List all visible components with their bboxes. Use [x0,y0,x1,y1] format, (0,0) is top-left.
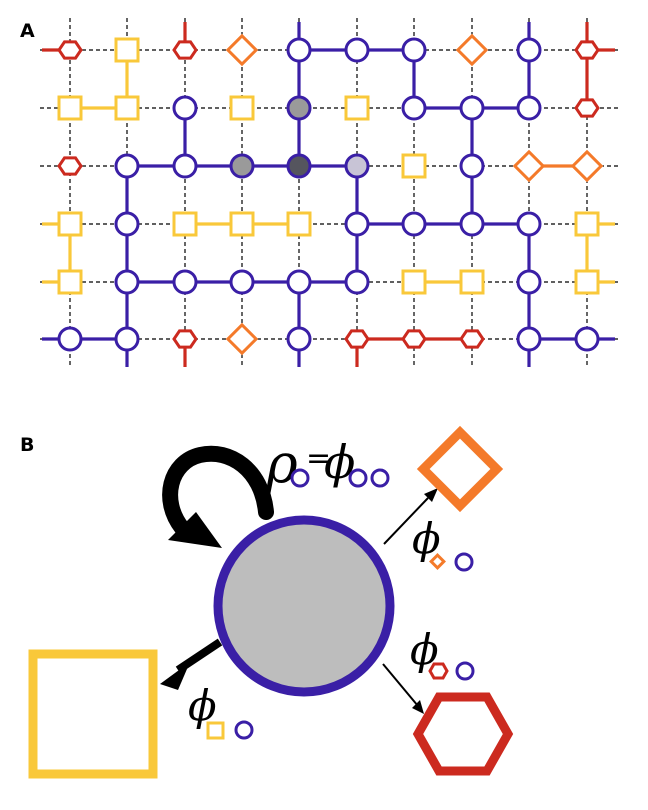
lattice-hexagon-node [574,40,600,60]
arrow-to-diamond [383,497,429,545]
lattice-circle-node [172,153,198,179]
square-node [28,649,158,779]
lattice-hexagon-node [57,156,83,176]
panel-b-label: B [20,434,35,456]
lattice-diamond-node [225,33,259,67]
lattice-square-node [114,95,140,121]
lattice-square-node [574,211,600,237]
arrowhead-diamond [424,488,438,502]
lattice-square-node [344,95,370,121]
phi-square-subscript-circle [234,720,254,740]
lattice-square-node [57,95,83,121]
lattice-square-node [57,211,83,237]
lattice-hexagon-node [344,329,370,349]
lattice-circle-node [516,269,542,295]
lattice-circle-node [401,211,427,237]
lattice-diamond-node [455,33,489,67]
lattice-square-node [229,95,255,121]
phi-symbol-hexagon: ϕ [410,625,439,674]
lattice-circle-node [114,211,140,237]
lattice-square-node [574,269,600,295]
panel-a-label: A [20,20,35,42]
lattice-circle-node [344,153,370,179]
phi-hexagon-subscript-circle [455,661,475,681]
lattice-circle-node [459,211,485,237]
lattice-circle-node [459,153,485,179]
hexagon-node [412,692,514,776]
lattice-circle-node [344,269,370,295]
lattice-circle-node [516,326,542,352]
equals-sign: = [306,441,331,476]
lattice-hexagon-node [57,40,83,60]
lattice-circle-node [114,326,140,352]
lattice-hexagon-node [172,40,198,60]
lattice-square-node [57,269,83,295]
central-node [213,515,395,697]
phi-diamond-subscript-diamond [429,553,446,570]
panel-a-lattice [40,18,618,368]
lattice-square-node [114,37,140,63]
diamond-node [416,425,504,513]
lattice-circle-node [114,269,140,295]
lattice-hexagon-node [459,329,485,349]
lattice-hexagon-node [172,329,198,349]
lattice-square-node [401,153,427,179]
lattice-hexagon-node [574,98,600,118]
lattice-circle-node [344,211,370,237]
lattice-circle-node [114,153,140,179]
rho-subscript-circle [290,468,310,488]
lattice-circle-node [344,37,370,63]
self-loop-arrow [162,445,274,536]
phi-diamond-subscript-circle [454,552,474,572]
lattice-circle-node [459,95,485,121]
lattice-diamond-node [570,149,604,183]
lattice-square-node [229,211,255,237]
lattice-square-node [172,211,198,237]
phi-top-subscript-circle-2 [370,468,390,488]
lattice-circle-node [286,326,312,352]
arrow-to-hexagon [382,663,419,707]
lattice-diamond-node [225,322,259,356]
lattice-circle-node [286,269,312,295]
lattice-circle-node [516,95,542,121]
lattice-square-node [286,211,312,237]
lattice-circle-node [172,269,198,295]
lattice-circle-node [516,37,542,63]
lattice-circle-node [286,95,312,121]
arrowhead-square [160,662,190,690]
arrowhead-hexagon [412,700,424,714]
lattice-circle-node [401,95,427,121]
lattice-circle-node [172,95,198,121]
lattice-circle-node [574,326,600,352]
lattice-circle-node [57,326,83,352]
lattice-circle-node [286,153,312,179]
lattice-circle-node [229,153,255,179]
lattice-circle-node [286,37,312,63]
phi-square-subscript-square [206,721,225,740]
lattice-circle-node [229,269,255,295]
lattice-circle-node [401,37,427,63]
lattice-diamond-node [512,149,546,183]
rho-symbol: ρ [265,432,298,495]
phi-top-subscript-circle-1 [348,468,368,488]
lattice-hexagon-node [401,329,427,349]
self-loop-arrowhead [168,512,222,548]
lattice-square-node [401,269,427,295]
lattice-square-node [459,269,485,295]
lattice-circle-node [516,211,542,237]
phi-hexagon-subscript-hexagon [428,662,449,680]
arrow-to-square [175,638,223,674]
